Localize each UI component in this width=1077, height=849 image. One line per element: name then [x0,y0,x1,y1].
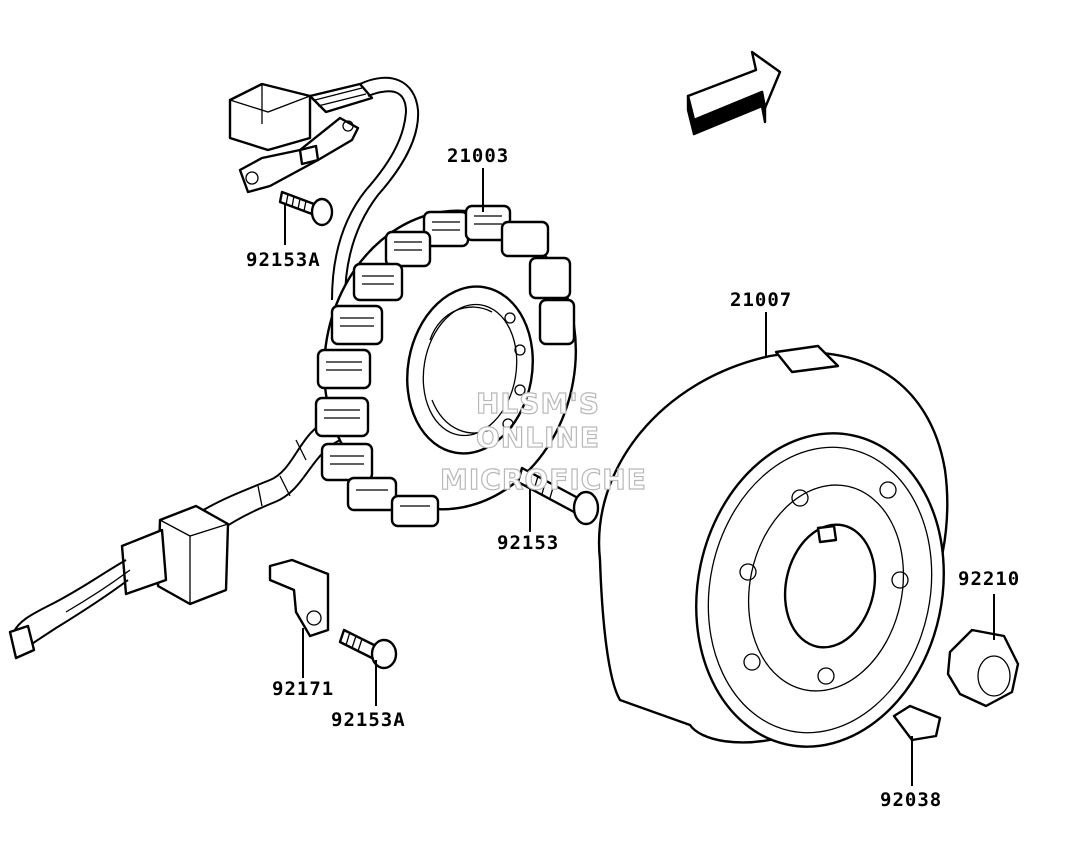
label-92210: 92210 [958,568,1020,590]
watermark-line-3: MICROFICHE [440,463,647,496]
bolt-92153A-top [278,190,334,227]
watermark: HLSM'S ONLINE MICROFICHE [439,386,647,496]
nut-92210 [946,628,1020,708]
label-92153A-bottom: 92153A [331,709,406,731]
bolt-92153A-bottom [338,628,398,670]
label-21003: 21003 [447,145,509,167]
label-92153: 92153 [497,532,559,554]
watermark-line-2: ONLINE [476,421,600,454]
stator [314,204,578,528]
watermark-line-1: HLSM'S [476,387,600,420]
leader-lines [284,168,995,786]
bolt-92153-stator [516,466,600,526]
key-92038 [892,704,942,742]
flywheel [597,344,949,748]
clamp-92171 [268,558,330,638]
label-21007: 21007 [730,289,792,311]
label-92153A-top: 92153A [246,249,321,271]
wire-harness [199,76,420,533]
label-92171: 92171 [272,678,334,700]
label-92038: 92038 [880,789,942,811]
top-connector [228,82,374,194]
bottom-connector [8,504,230,660]
front-arrow: FRONT [686,50,782,136]
part-labels: 21003 92153A 21007 92153 92210 92171 921… [246,145,1020,811]
